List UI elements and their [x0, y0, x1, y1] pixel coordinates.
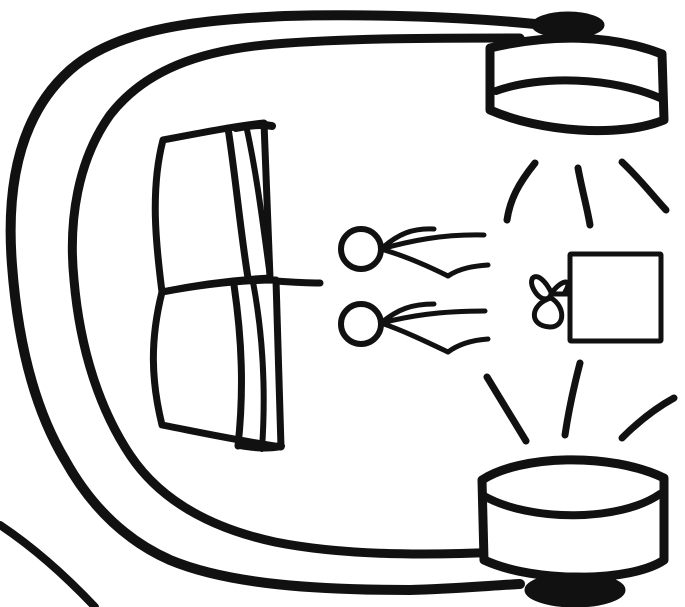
lower-light-rays: [483, 359, 678, 445]
upper-light-rays: [503, 158, 670, 229]
box-icon: [567, 251, 664, 344]
book-seat-icon: [149, 119, 324, 452]
speaker-icon: [485, 11, 669, 136]
stick-person-icon: [338, 301, 491, 355]
stick-person-icon: [338, 226, 491, 279]
stage-outline-icon: [0, 10, 540, 607]
bow-icon: [529, 274, 573, 330]
speaker-icon: [477, 455, 669, 607]
